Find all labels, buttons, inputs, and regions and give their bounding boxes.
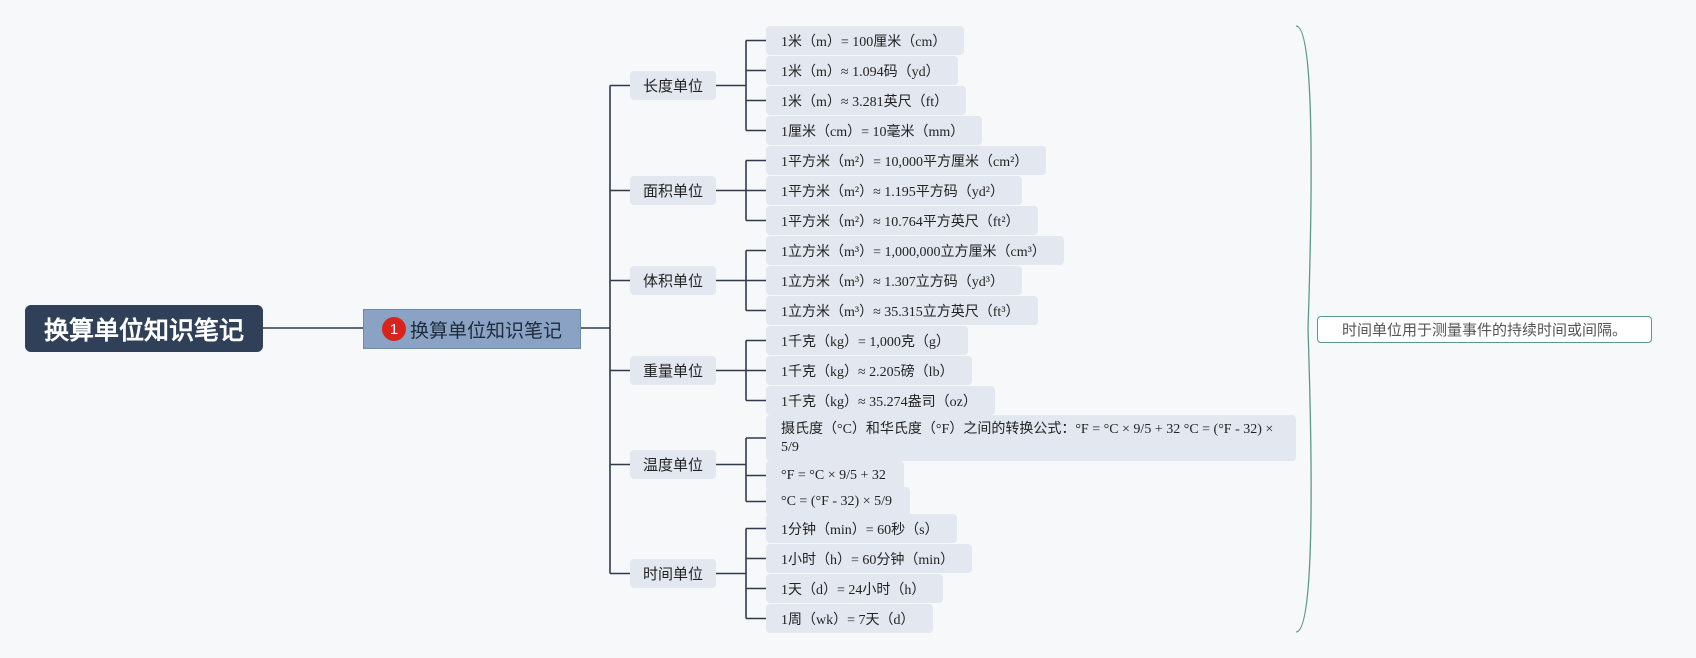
leaf-text: 1立方米（m³）≈ 35.315立方英尺（ft³）: [781, 304, 1020, 320]
leaf-text: 1周（wk）= 7天（d）: [781, 612, 915, 628]
summary-note[interactable]: 时间单位用于测量事件的持续时间或间隔。: [1317, 316, 1652, 343]
category-label: 重量单位: [642, 362, 703, 380]
leaf-text: 1米（m）= 100厘米（cm）: [781, 34, 947, 50]
root-topic[interactable]: 换算单位知识笔记: [25, 305, 263, 352]
leaf-length-4[interactable]: 1厘米（cm）= 10毫米（mm）: [766, 116, 983, 145]
leaf-text: 1平方米（m²）≈ 10.764平方英尺（ft²）: [781, 214, 1020, 230]
leaf-temperature-2[interactable]: °F = °C × 9/5 + 32: [766, 461, 904, 490]
leaf-weight-1[interactable]: 1千克（kg）= 1,000克（g）: [766, 326, 968, 355]
leaf-length-1[interactable]: 1米（m）= 100厘米（cm）: [766, 26, 965, 55]
main-topic-title: 换算单位知识笔记: [409, 319, 562, 342]
leaf-text: 1平方米（m²）≈ 1.195平方码（yd²）: [781, 184, 1004, 200]
leaf-temperature-1[interactable]: 摄氏度（°C）和华氏度（°F）之间的转换公式：°F = °C × 9/5 + 3…: [766, 415, 1296, 461]
leaf-text: 1千克（kg）= 1,000克（g）: [781, 334, 950, 350]
leaf-area-2[interactable]: 1平方米（m²）≈ 1.195平方码（yd²）: [766, 176, 1022, 205]
leaf-volume-2[interactable]: 1立方米（m³）≈ 1.307立方码（yd³）: [766, 266, 1022, 295]
category-weight[interactable]: 重量单位: [630, 356, 716, 385]
root-title: 换算单位知识笔记: [43, 315, 244, 345]
category-label: 温度单位: [642, 456, 703, 474]
category-label: 时间单位: [642, 565, 703, 583]
category-temperature[interactable]: 温度单位: [630, 450, 716, 479]
main-topic[interactable]: 1 换算单位知识笔记: [363, 309, 581, 349]
category-volume[interactable]: 体积单位: [630, 266, 716, 295]
leaf-length-3[interactable]: 1米（m）≈ 3.281英尺（ft）: [766, 86, 967, 115]
leaf-temperature-3[interactable]: °C = (°F - 32) × 5/9: [766, 487, 910, 516]
leaf-text: 1米（m）≈ 1.094码（yd）: [781, 64, 940, 80]
leaf-text: 1天（d）= 24小时（h）: [781, 582, 926, 598]
leaf-volume-1[interactable]: 1立方米（m³）= 1,000,000立方厘米（cm³）: [766, 236, 1064, 265]
leaf-text: °F = °C × 9/5 + 32: [781, 467, 886, 483]
leaf-time-2[interactable]: 1小时（h）= 60分钟（min）: [766, 544, 973, 573]
category-label: 长度单位: [642, 77, 703, 95]
leaf-text: 摄氏度（°C）和华氏度（°F）之间的转换公式：°F = °C × 9/5 + 3…: [781, 422, 1274, 455]
leaf-time-1[interactable]: 1分钟（min）= 60秒（s）: [766, 514, 957, 543]
leaf-weight-2[interactable]: 1千克（kg）≈ 2.205磅（lb）: [766, 356, 972, 385]
leaf-text: 1千克（kg）≈ 2.205磅（lb）: [781, 364, 954, 380]
leaf-text: 1立方米（m³）≈ 1.307立方码（yd³）: [781, 274, 1004, 290]
leaf-text: 1米（m）≈ 3.281英尺（ft）: [781, 94, 949, 110]
leaf-area-3[interactable]: 1平方米（m²）≈ 10.764平方英尺（ft²）: [766, 206, 1038, 235]
leaf-text: 1分钟（min）= 60秒（s）: [781, 522, 939, 538]
leaf-text: 1小时（h）= 60分钟（min）: [781, 552, 955, 568]
category-time[interactable]: 时间单位: [630, 559, 716, 588]
leaf-text: 1立方米（m³）= 1,000,000立方厘米（cm³）: [781, 244, 1046, 260]
priority-1-icon: 1: [381, 317, 406, 341]
summary-note-text: 时间单位用于测量事件的持续时间或间隔。: [1341, 321, 1627, 339]
leaf-text: °C = (°F - 32) × 5/9: [781, 493, 892, 509]
category-label: 面积单位: [642, 182, 703, 200]
category-area[interactable]: 面积单位: [630, 176, 716, 205]
leaf-length-2[interactable]: 1米（m）≈ 1.094码（yd）: [766, 56, 958, 85]
leaf-volume-3[interactable]: 1立方米（m³）≈ 35.315立方英尺（ft³）: [766, 296, 1038, 325]
leaf-text: 1平方米（m²）= 10,000平方厘米（cm²）: [781, 154, 1029, 170]
leaf-time-4[interactable]: 1周（wk）= 7天（d）: [766, 604, 933, 633]
leaf-text: 1千克（kg）≈ 35.274盎司（oz）: [781, 394, 977, 410]
summary-bracket: [1295, 25, 1312, 633]
leaf-area-1[interactable]: 1平方米（m²）= 10,000平方厘米（cm²）: [766, 146, 1047, 175]
category-label: 体积单位: [642, 272, 703, 290]
leaf-text: 1厘米（cm）= 10毫米（mm）: [781, 124, 965, 140]
category-length[interactable]: 长度单位: [630, 71, 716, 100]
leaf-time-3[interactable]: 1天（d）= 24小时（h）: [766, 574, 944, 603]
leaf-weight-3[interactable]: 1千克（kg）≈ 35.274盎司（oz）: [766, 386, 995, 415]
